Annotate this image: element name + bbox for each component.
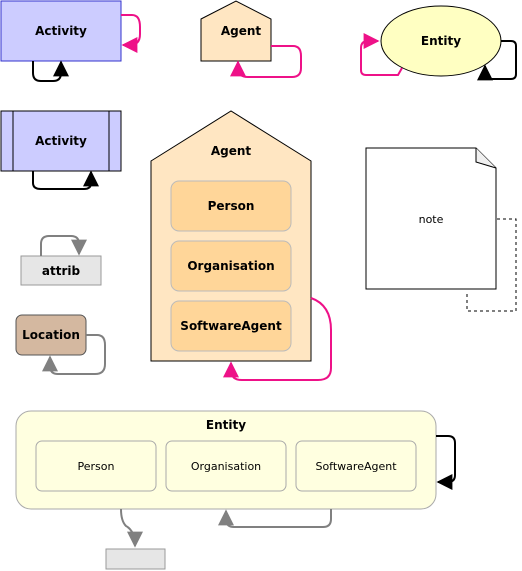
note-label: note <box>419 213 444 226</box>
entity-item-person[interactable]: Person <box>35 440 157 492</box>
activity-node[interactable]: Activity <box>0 0 122 62</box>
attrib-label: attrib <box>42 264 81 278</box>
entity-ellipse-node[interactable]: Entity <box>380 5 502 77</box>
agent-item-organisation[interactable]: Organisation <box>170 240 292 292</box>
agent-item-person[interactable]: Person <box>170 180 292 232</box>
agent-container-node[interactable]: Agent <box>150 110 312 362</box>
entity-ellipse-label: Entity <box>421 34 461 48</box>
activity-subprocess-label: Activity <box>35 134 87 148</box>
activity-subprocess-node[interactable]: Activity <box>0 110 122 172</box>
location-label: Location <box>22 328 80 342</box>
agent-item-person-label: Person <box>208 199 255 213</box>
attrib-self-loop <box>40 235 87 256</box>
agent-small-self-loop <box>230 45 302 78</box>
entity-container-loop-grey <box>218 509 332 528</box>
blank-grey-box[interactable] <box>105 548 166 570</box>
agent-item-organisation-label: Organisation <box>187 259 274 273</box>
activity-subprocess-self-loop <box>32 170 99 190</box>
agent-item-softwareagent-label: SoftwareAgent <box>180 319 282 333</box>
note-dashed-link <box>466 218 517 312</box>
location-self-loop <box>42 334 106 375</box>
agent-item-softwareagent[interactable]: SoftwareAgent <box>170 300 292 352</box>
entity-ellipse-loop-black <box>477 40 517 81</box>
attrib-node[interactable]: attrib <box>20 255 102 286</box>
entity-item-organisation-label: Organisation <box>191 460 261 473</box>
entity-ellipse-loop-magenta <box>360 33 403 76</box>
activity-self-loop-black <box>32 60 69 82</box>
agent-small-label: Agent <box>221 24 262 38</box>
entity-item-organisation[interactable]: Organisation <box>165 440 287 492</box>
entity-item-softwareagent-label: SoftwareAgent <box>315 460 397 473</box>
entity-container-loop-black <box>436 435 456 490</box>
location-node[interactable]: Location <box>15 314 87 356</box>
note-node[interactable]: note <box>365 147 517 312</box>
agent-small-node[interactable]: Agent <box>200 0 272 62</box>
agent-container-label: Agent <box>211 144 252 158</box>
activity-label: Activity <box>35 24 87 38</box>
entity-item-softwareagent[interactable]: SoftwareAgent <box>295 440 417 492</box>
agent-container-self-loop <box>223 297 332 381</box>
entity-container-label: Entity <box>206 418 246 432</box>
entity-to-blank-grey <box>120 508 143 548</box>
entity-item-person-label: Person <box>78 460 115 473</box>
activity-self-loop-magenta <box>121 14 141 53</box>
